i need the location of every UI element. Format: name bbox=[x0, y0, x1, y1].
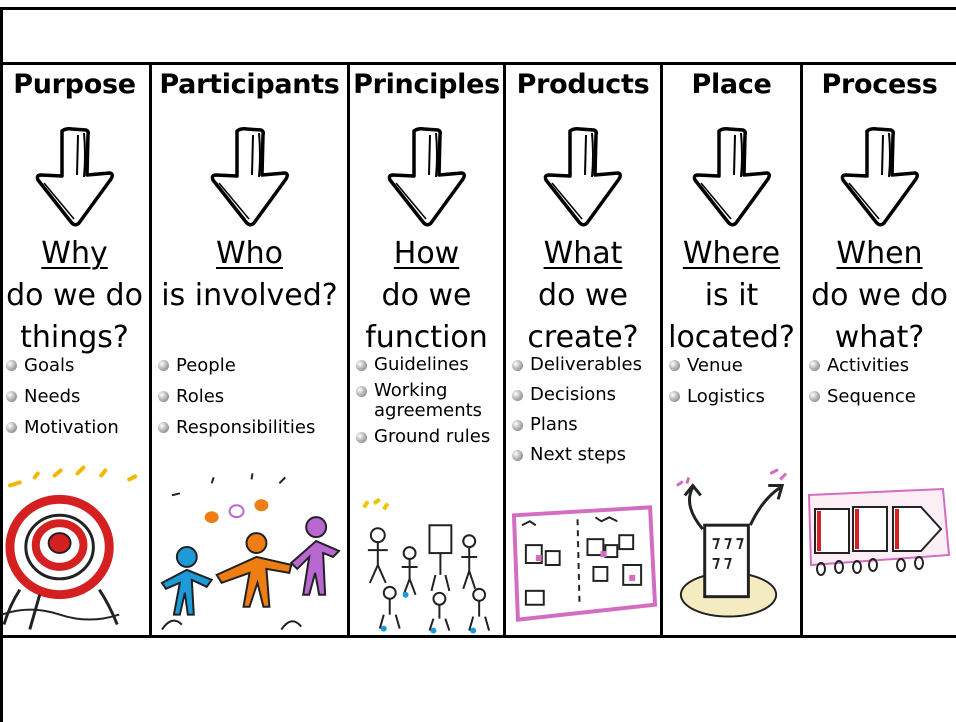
question-line: do we do bbox=[6, 278, 143, 313]
question-line: what? bbox=[834, 320, 925, 355]
question-word: When bbox=[836, 236, 923, 271]
question-line: do we bbox=[381, 278, 472, 313]
column-place: Place Where is it located? Venue Logisti… bbox=[663, 65, 803, 635]
bullet-item: Responsibilities bbox=[156, 417, 347, 438]
question: Who is involved? bbox=[152, 233, 347, 317]
down-arrow-icon bbox=[692, 127, 771, 227]
column-header: Products bbox=[516, 69, 650, 100]
people-sketch-icon bbox=[160, 473, 341, 631]
column-header: Place bbox=[691, 69, 772, 100]
column-process: Process When do we do what? Activities S… bbox=[803, 65, 956, 635]
column-purpose: Purpose Why do we do things? Goals Needs… bbox=[0, 65, 152, 635]
bullet-list: Deliverables Decisions Plans Next steps bbox=[510, 355, 660, 475]
target-sketch-icon bbox=[1, 465, 138, 630]
question-word: Who bbox=[215, 236, 284, 271]
bullet-item: Guidelines bbox=[354, 355, 503, 375]
column-participants: Participants Who is involved? People Rol… bbox=[152, 65, 350, 635]
bullet-item: Plans bbox=[510, 415, 660, 435]
bullet-item: Goals bbox=[4, 355, 149, 376]
down-arrow-icon bbox=[35, 127, 114, 227]
question-word: What bbox=[543, 236, 623, 271]
column-header: Participants bbox=[159, 69, 340, 100]
question-word: Why bbox=[41, 236, 108, 271]
bullet-list: Goals Needs Motivation bbox=[4, 355, 149, 448]
column-products: Products What do we create? Deliverables… bbox=[506, 65, 663, 635]
bullet-item: Logistics bbox=[667, 386, 800, 407]
question: When do we do what? bbox=[803, 233, 956, 359]
column-header: Purpose bbox=[13, 69, 136, 100]
bullet-list: Activities Sequence bbox=[807, 355, 956, 417]
bullet-item: Sequence bbox=[807, 386, 956, 407]
bullet-item: Ground rules bbox=[354, 427, 503, 447]
bullet-item: Venue bbox=[667, 355, 800, 376]
bullet-item: Needs bbox=[4, 386, 149, 407]
bullet-item: Motivation bbox=[4, 417, 149, 438]
bullet-item: Working agreements bbox=[354, 381, 503, 421]
group-sketch-icon bbox=[362, 497, 491, 634]
question: How do we function bbox=[350, 233, 503, 359]
down-arrow-icon bbox=[387, 127, 466, 227]
column-principles: Principles How do we function Guidelines… bbox=[350, 65, 506, 635]
board-sketch-icon bbox=[511, 505, 658, 622]
bullet-list: People Roles Responsibilities bbox=[156, 355, 347, 448]
question-line: function bbox=[365, 320, 488, 355]
question-line: create? bbox=[527, 320, 639, 355]
down-arrow-icon bbox=[543, 127, 623, 227]
bullet-list: Venue Logistics bbox=[667, 355, 800, 417]
bullet-item: Activities bbox=[807, 355, 956, 376]
process-sketch-icon bbox=[807, 487, 951, 576]
slide-frame bbox=[0, 7, 956, 722]
question: Where is it located? bbox=[663, 233, 800, 359]
question-line: things? bbox=[20, 320, 129, 355]
question: What do we create? bbox=[506, 233, 660, 359]
bullet-item: Decisions bbox=[510, 385, 660, 405]
question-word: How bbox=[393, 236, 460, 271]
building-sketch-icon bbox=[676, 468, 788, 618]
bullet-item: People bbox=[156, 355, 347, 376]
question-line: is it bbox=[704, 278, 759, 313]
six-p-framework: Purpose Why do we do things? Goals Needs… bbox=[0, 62, 956, 638]
question-line: is involved? bbox=[161, 278, 338, 313]
question: Why do we do things? bbox=[0, 233, 149, 359]
question-line: do we do bbox=[811, 278, 948, 313]
question-line: do we bbox=[538, 278, 628, 313]
bullet-item: Roles bbox=[156, 386, 347, 407]
column-header: Process bbox=[821, 69, 938, 100]
down-arrow-icon bbox=[210, 127, 289, 227]
bullet-item: Next steps bbox=[510, 445, 660, 465]
column-header: Principles bbox=[353, 69, 500, 100]
question-word: Where bbox=[682, 236, 781, 271]
question-line: located? bbox=[668, 320, 795, 355]
down-arrow-icon bbox=[840, 127, 919, 227]
bullet-item: Deliverables bbox=[510, 355, 660, 375]
bullet-list: Guidelines Working agreements Ground rul… bbox=[354, 355, 503, 453]
